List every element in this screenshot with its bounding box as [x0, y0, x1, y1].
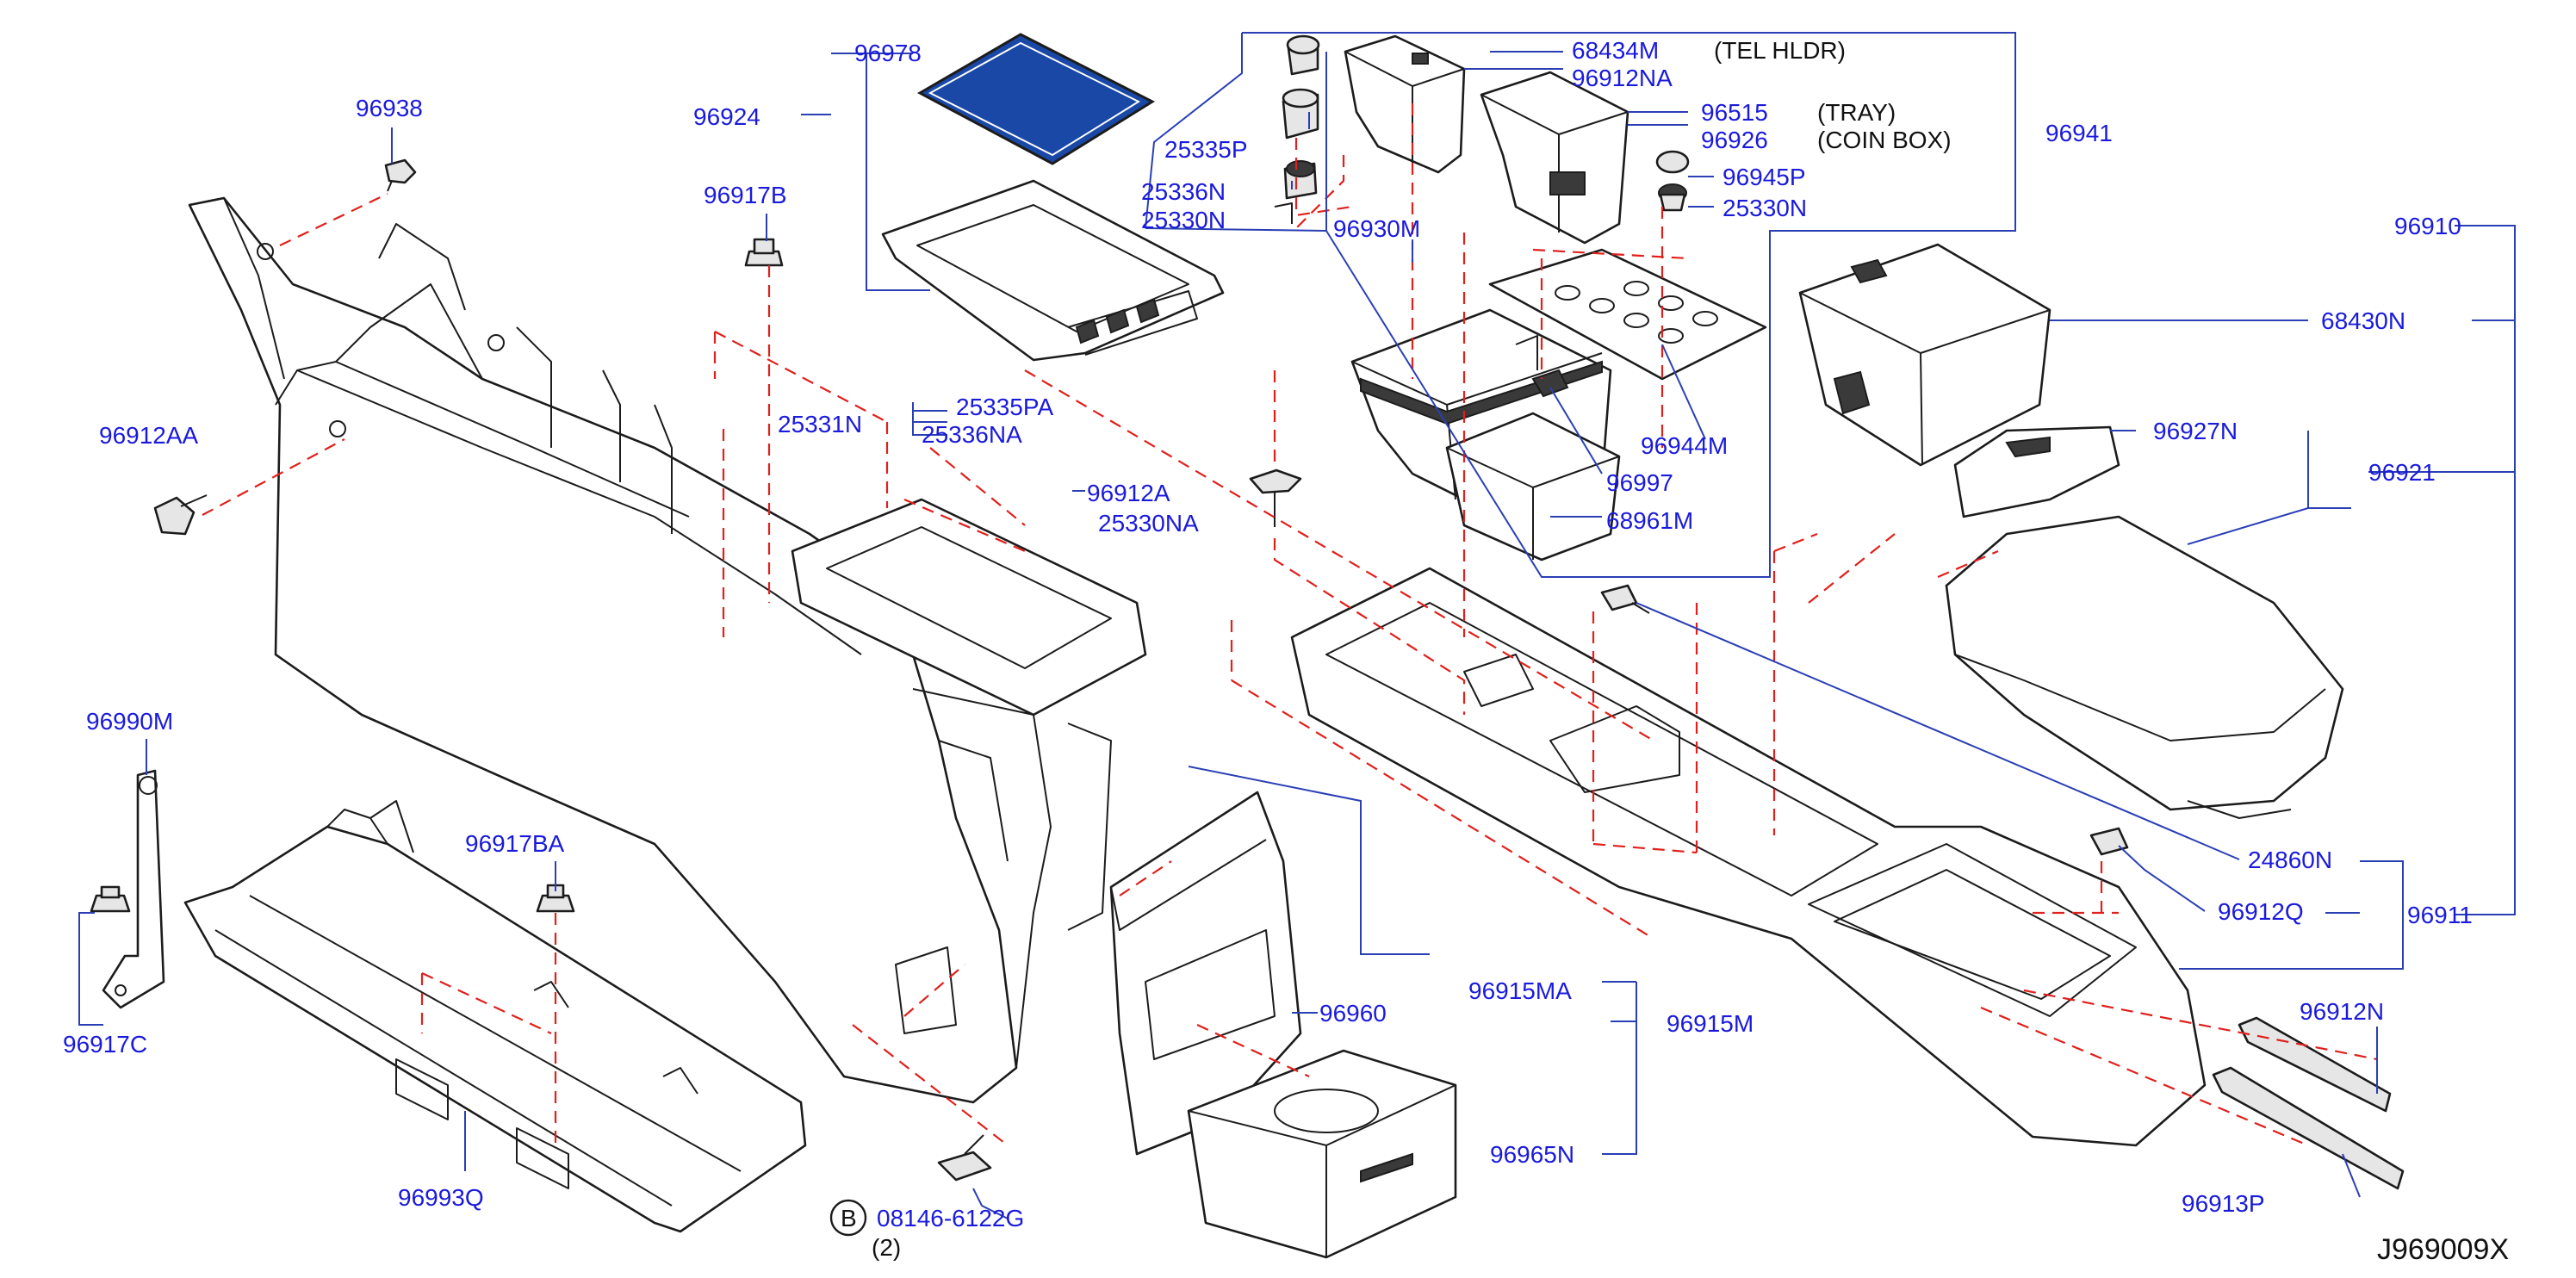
label-96912a: 96912A [1087, 480, 1170, 506]
label-96965n: 96965N [1490, 1141, 1574, 1168]
screw-96912aa-drawing [153, 494, 208, 536]
label-96944m: 96944M [1641, 432, 1728, 459]
diagram-id: J969009X [2377, 1233, 2509, 1266]
coin-box-drawing [1480, 71, 1629, 245]
label-96941: 96941 [2045, 120, 2113, 146]
part-number-labels: 96938 96978 96924 25335P 25336N 25330N 6… [63, 37, 2509, 1266]
label-96993q: 96993Q [398, 1184, 484, 1211]
console-body-drawing [188, 196, 1147, 1104]
connector-24860n-drawing [1600, 584, 1650, 614]
label-25335pa: 25335PA [956, 394, 1053, 420]
label-68961m: 68961M [1606, 507, 1693, 534]
label-96911: 96911 [2407, 902, 2473, 928]
label-96915ma: 96915MA [1468, 977, 1572, 1004]
note-tray: (TRAY) [1817, 99, 1896, 126]
clip-96912q-drawing [2089, 827, 2129, 856]
label-96917ba: 96917BA [465, 830, 565, 857]
label-96938: 96938 [356, 95, 423, 121]
label-25331n: 25331N [778, 411, 862, 437]
console-lid-68430n-drawing [1798, 243, 2051, 467]
label-25330n-right: 25330N [1723, 195, 1807, 221]
label-96912n: 96912N [2300, 998, 2384, 1025]
label-96960: 96960 [1319, 1000, 1387, 1027]
label-96927n: 96927N [2153, 418, 2238, 444]
label-68430n: 68430N [2321, 307, 2405, 334]
label-96997: 96997 [1606, 469, 1673, 496]
panel-96944m-drawing [1488, 248, 1767, 381]
tray-96924-drawing [881, 179, 1225, 362]
label-25335p: 25335P [1164, 136, 1248, 163]
bolt-08146-drawing [937, 1134, 992, 1182]
label-96917c: 96917C [63, 1031, 147, 1058]
label-96921: 96921 [2368, 459, 2436, 486]
leader-lines [78, 32, 2516, 1219]
callout-b-circle [829, 1199, 867, 1237]
label-96912aa: 96912AA [99, 422, 199, 449]
label-96912na: 96912NA [1572, 65, 1673, 91]
label-96515: 96515 [1701, 99, 1768, 126]
connector-96997-drawing [1515, 335, 1569, 398]
note-coin-box: (COIN BOX) [1817, 127, 1952, 153]
clip-96917c-drawing [90, 885, 131, 913]
clip-96938-drawing [384, 158, 417, 192]
label-68434m: 68434M [1572, 37, 1659, 64]
rear-panel-96915ma-drawing [1109, 791, 1302, 1156]
label-96990m: 96990M [86, 708, 173, 735]
socket-25330n-right-drawing [1658, 183, 1687, 212]
armrest-cap-96927n-drawing [1953, 425, 2120, 518]
alignment-lines [202, 103, 2378, 1147]
cap-96945p-drawing [1655, 150, 1690, 174]
screw-96912a-drawing [1249, 468, 1302, 527]
label-25330n-left: 25330N [1141, 207, 1226, 233]
label-96913p: 96913P [2182, 1190, 2265, 1217]
label-96917b: 96917B [704, 182, 787, 208]
label-25336n: 25336N [1141, 178, 1226, 205]
socket-parts-upper-drawing [1274, 34, 1320, 224]
label-25336na: 25336NA [922, 421, 1022, 448]
callout-b-letter: B [841, 1205, 857, 1231]
side-bracket-drawing [102, 769, 165, 1009]
label-96978: 96978 [854, 40, 922, 66]
note-tel-hldr: (TEL HLDR) [1714, 37, 1846, 64]
label-96915m: 96915M [1667, 1010, 1754, 1037]
unit-68961m-drawing [1445, 412, 1621, 561]
clip-96917ba-drawing [536, 884, 575, 913]
label-96924: 96924 [693, 103, 760, 130]
ashtray-96965n-drawing [1187, 1049, 1457, 1259]
label-08146-6122g: 08146-6122G [877, 1205, 1024, 1231]
tel-holder-drawing [1344, 34, 1466, 174]
label-96930m: 96930M [1333, 215, 1420, 242]
clip-96917b-drawing [744, 238, 784, 267]
label-96926: 96926 [1701, 127, 1768, 153]
label-25330na: 25330NA [1098, 510, 1199, 537]
strip-96912n-drawing [2238, 1016, 2392, 1113]
console-upper-96911-drawing [1290, 567, 2207, 1147]
quantity-note: (2) [872, 1234, 901, 1261]
bottom-bracket-drawing [183, 800, 807, 1233]
label-96945p: 96945P [1723, 164, 1806, 190]
label-24860n: 24860N [2248, 847, 2332, 873]
label-96912q: 96912Q [2218, 898, 2304, 925]
label-96910: 96910 [2394, 213, 2461, 239]
strip-96913p-drawing [2212, 1066, 2405, 1190]
mat-96978-drawing [916, 33, 1156, 165]
armrest-96921-drawing [1945, 515, 2344, 819]
